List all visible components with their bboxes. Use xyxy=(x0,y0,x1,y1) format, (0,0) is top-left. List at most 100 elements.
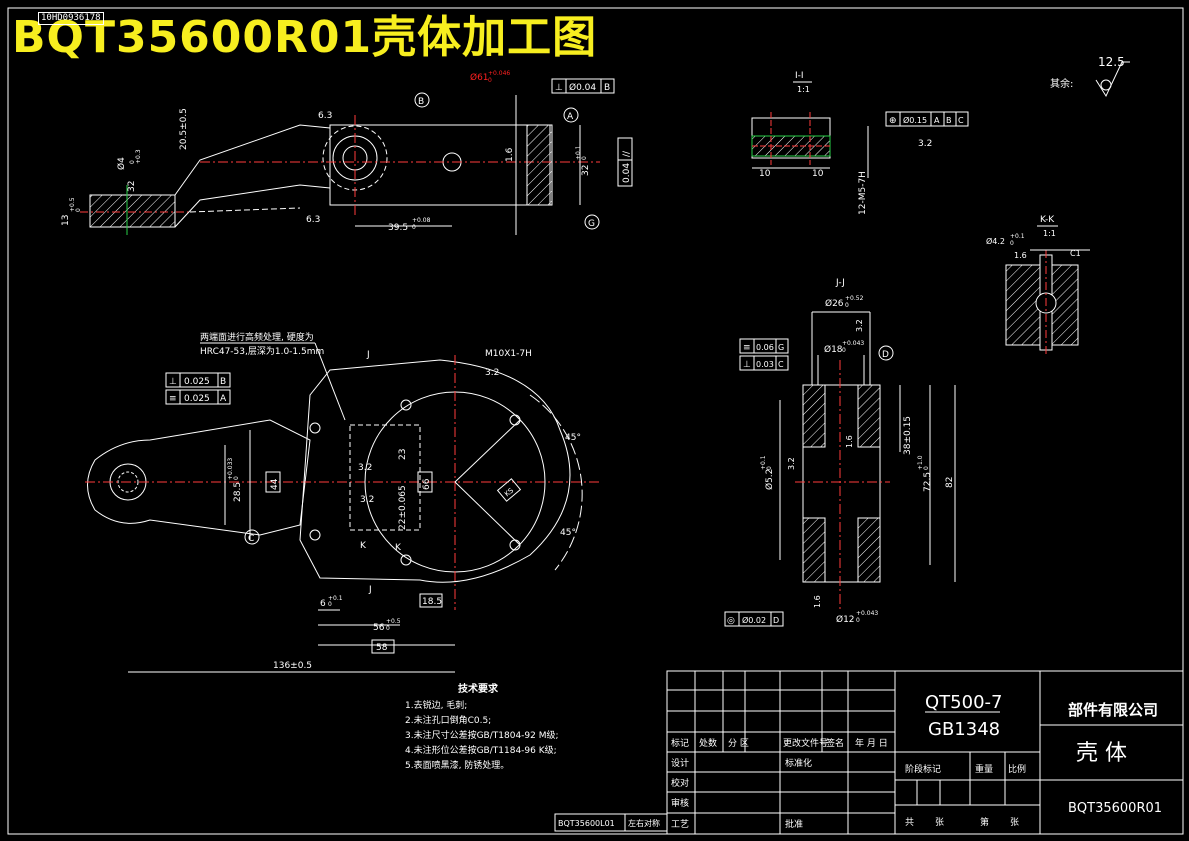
company-name: 部件有限公司 xyxy=(1068,701,1158,719)
fcf-perpendicularity-top: ⊥ Ø0.04 B xyxy=(551,78,615,94)
svg-text:第: 第 xyxy=(980,816,989,828)
svg-text:重量: 重量 xyxy=(975,763,993,775)
section-ii-label: I-I xyxy=(795,71,804,81)
dim-28-5: 28.5 xyxy=(233,482,243,502)
dim-12-m5: 12-M5-7H xyxy=(858,171,868,215)
svg-text:张: 张 xyxy=(935,817,944,828)
dim-phi4: Ø4 xyxy=(116,157,127,170)
svg-text:◎: ◎ xyxy=(727,616,735,626)
svg-text:0: 0 xyxy=(328,601,332,608)
dim-hole-dia-lower: 0 xyxy=(488,77,492,84)
svg-text:+0.043: +0.043 xyxy=(842,340,864,347)
svg-text:Ø0.02: Ø0.02 xyxy=(742,615,766,625)
roughness-1-6: 1.6 xyxy=(505,147,515,162)
svg-text:+0.1: +0.1 xyxy=(1010,233,1025,240)
svg-text:A: A xyxy=(567,112,574,122)
fcf-parallel-top: // 0.04 xyxy=(617,137,633,187)
dim-hole-dia-upper: +0.046 xyxy=(488,70,510,77)
svg-text:0: 0 xyxy=(856,617,860,624)
roughness-symbol: 其余: 12.5 xyxy=(1050,55,1130,98)
svg-text:+0.033: +0.033 xyxy=(227,458,234,480)
fcf-par-symbol: // xyxy=(622,150,632,157)
dim-phi12: Ø12 xyxy=(836,614,855,625)
svg-text:≡: ≡ xyxy=(743,343,751,353)
roughness-3-2-ii: 3.2 xyxy=(918,139,932,149)
svg-text:⊕: ⊕ xyxy=(889,116,897,126)
dim-39-5-lower: 0 xyxy=(412,224,416,231)
tech-req-item: 4.未注形位公差按GB/T1184-96 K级; xyxy=(405,744,557,756)
tech-req-heading: 技术要求 xyxy=(458,682,499,695)
tech-req-item: 3.未注尺寸公差按GB/T1804-92 M级; xyxy=(405,729,559,741)
svg-text:张: 张 xyxy=(1010,817,1019,828)
svg-text:⊥: ⊥ xyxy=(743,360,751,370)
dim-56: 56 xyxy=(373,623,385,633)
svg-text:0.03: 0.03 xyxy=(756,360,774,369)
svg-text:0.025: 0.025 xyxy=(184,377,210,387)
section-jj-label: J-J xyxy=(835,278,845,288)
svg-text:B: B xyxy=(946,116,952,125)
dim-32-right: 32 xyxy=(581,165,591,176)
dim-72-5: 72.5 xyxy=(923,472,933,492)
drawing-border xyxy=(7,7,1184,835)
svg-text:C: C xyxy=(958,116,964,125)
dim-39-5-upper: +0.08 xyxy=(412,217,431,224)
drawing-title: BQT35600R01壳体加工图 xyxy=(12,12,598,63)
datum-a: A xyxy=(563,107,579,123)
roughness-3-2-jj-top: 3.2 xyxy=(855,319,864,332)
dim-phi26: Ø26 xyxy=(825,298,844,309)
svg-text:处数: 处数 xyxy=(699,737,717,749)
fcf-position-ii: ⊕ Ø0.15 A B C xyxy=(885,111,969,127)
svg-text:G: G xyxy=(778,343,784,352)
svg-text:更改文件号: 更改文件号 xyxy=(783,737,828,749)
section-kk-label: K-K xyxy=(1040,215,1055,225)
section-j-j: J-J Ø26 +0.52 0 Ø18 +0.043 0 3.2 38±0.15… xyxy=(724,278,956,627)
svg-text:+0.5: +0.5 xyxy=(386,618,401,625)
roughness-6-3-top: 6.3 xyxy=(318,111,332,121)
heat-treatment-note-2: HRC47-53,层深为1.0-1.5mm xyxy=(200,345,324,357)
svg-text:D: D xyxy=(882,350,889,360)
svg-text:B: B xyxy=(220,377,226,387)
tech-req-item: 5.表面喷黑漆, 防锈处理。 xyxy=(405,759,509,771)
dim-6: 6 xyxy=(320,599,326,609)
svg-text:A: A xyxy=(934,116,940,125)
dim-22: 22±0.065 xyxy=(398,485,408,530)
roughness-1-6-jj-mid: 1.6 xyxy=(845,435,854,448)
fcf-symmetry-main: ≡ 0.025 A xyxy=(165,389,231,405)
section-i-i: I-I 1:1 10 10 12-M5-7H 3.2 ⊕ Ø0.15 A B C xyxy=(751,71,969,215)
svg-text:A: A xyxy=(220,394,227,404)
datum-d: D xyxy=(878,345,894,361)
roughness-value: 12.5 xyxy=(1098,55,1125,69)
dim-phi5-2: Ø5.2 xyxy=(764,469,775,490)
dim-10-right: 10 xyxy=(812,169,824,179)
material-standard: GB1348 xyxy=(928,719,1000,740)
section-mark-j-top: J xyxy=(366,350,370,360)
svg-text:标准化: 标准化 xyxy=(785,757,812,769)
roughness-3-2-a: 3.2 xyxy=(358,463,372,473)
dim-phi18: Ø18 xyxy=(824,344,843,355)
title-block-text: QT500-7 GB1348 部件有限公司 壳 体 BQT35600R01 标记… xyxy=(671,692,1162,830)
angle-45-top: 45° xyxy=(565,433,581,443)
section-mark-k-left: K xyxy=(360,541,367,551)
roughness-3-2-b: 3.2 xyxy=(360,495,374,505)
top-view: Ø61 +0.046 0 20.5±0.5 Ø4 +0.3 0 32 13 +0… xyxy=(61,70,633,235)
dim-66-boxed: 66 xyxy=(422,478,432,490)
ks-mark: KS xyxy=(503,486,515,498)
roughness-1-6-kk: 1.6 xyxy=(1014,251,1027,260)
fcf-symmetry-jj: ≡ 0.06 G xyxy=(739,338,789,354)
svg-text:0: 0 xyxy=(842,347,846,354)
heat-treatment-note-1: 两端面进行高频处理, 硬度为 xyxy=(200,331,314,343)
dim-38: 38±0.15 xyxy=(903,416,913,455)
fcf-perpendicularity-main: ⊥ 0.025 B xyxy=(165,372,231,388)
dim-13: 13 xyxy=(61,215,71,226)
dim-13-lower: 0 xyxy=(75,208,82,212)
corner-code: 10HD0936178 xyxy=(38,12,104,25)
section-kk-scale: 1:1 xyxy=(1043,229,1056,238)
section-k-k: K-K 1:1 Ø4.2 +0.1 0 1.6 C1 xyxy=(986,215,1090,355)
svg-text:分 区: 分 区 xyxy=(728,738,749,749)
svg-text:阶段标记: 阶段标记 xyxy=(905,763,941,775)
dim-58-boxed: 58 xyxy=(376,643,388,653)
svg-text:+0.1: +0.1 xyxy=(760,455,767,470)
svg-text:C: C xyxy=(248,534,254,544)
svg-text:+0.043: +0.043 xyxy=(856,610,878,617)
